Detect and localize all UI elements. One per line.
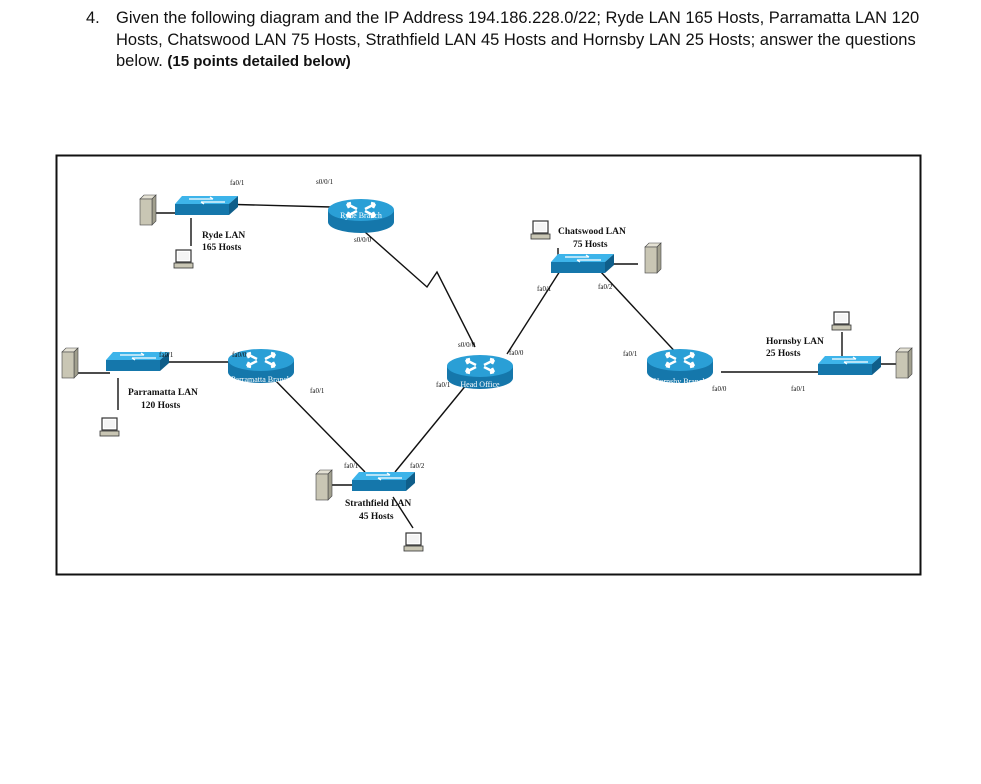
lan-chatswood-name: Chatswood LAN: [558, 227, 626, 237]
pc-icon: [99, 417, 120, 437]
port-label: fa0/2: [410, 462, 425, 470]
server-icon: [139, 194, 157, 226]
port-label: fa0/1: [436, 381, 451, 389]
link-strath-sw-pc: [392, 496, 414, 529]
port-label: fa0/1: [310, 387, 325, 395]
question-body: Given the following diagram and the IP A…: [116, 8, 936, 73]
server-icon: [644, 242, 662, 274]
port-label: fa0/1: [623, 350, 638, 358]
lan-strathfield-name: Strathfield LAN: [345, 499, 411, 509]
port-label: fa0/0: [509, 349, 524, 357]
server-icon: [315, 469, 333, 501]
port-label: s0/0/0: [458, 341, 476, 349]
port-label: fa0/1: [159, 351, 174, 359]
link-ryde-head-serial: [364, 231, 476, 348]
port-label: fa0/0: [712, 385, 727, 393]
port-label: fa0/1: [344, 462, 359, 470]
router-hornsby-label: Hornsby Branch: [654, 377, 707, 386]
switch-strathfield: [351, 471, 416, 492]
lan-parramatta-name: Parramatta LAN: [128, 388, 198, 398]
lan-strathfield-hosts: 45 Hosts: [359, 512, 394, 522]
port-label: fa0/2: [598, 283, 613, 291]
server-icon: [61, 347, 79, 379]
server-icon: [895, 347, 913, 379]
router-parramatta-label: Parramatta Branch: [231, 375, 291, 384]
link-strathfield-head: [394, 383, 468, 473]
lan-ryde-name: Ryde LAN: [202, 231, 245, 241]
lan-parramatta-hosts: 120 Hosts: [141, 401, 181, 411]
lan-chatswood-hosts: 75 Hosts: [573, 240, 608, 250]
question-statement: Given the following diagram and the IP A…: [116, 9, 920, 70]
link-chatswood-hornsby: [599, 270, 682, 359]
port-label: fa0/1: [537, 285, 552, 293]
port-label: fa0/1: [230, 179, 245, 187]
lan-hornsby-hosts: 25 Hosts: [766, 349, 801, 359]
router-head-office-label: Head Office: [460, 380, 500, 389]
network-diagram: Ryde Branch Parramatta Branch Head Offic…: [55, 154, 922, 576]
switch-hornsby: [817, 355, 882, 376]
pc-icon: [831, 311, 852, 331]
port-label: s0/0/1: [316, 178, 334, 186]
pc-icon: [403, 532, 424, 552]
lan-ryde-hosts: 165 Hosts: [202, 243, 242, 253]
port-label: fa0/1: [791, 385, 806, 393]
question-points: (15 points detailed below): [167, 53, 351, 70]
question-number: 4.: [86, 9, 100, 27]
router-ryde-label: Ryde Branch: [340, 211, 382, 220]
pc-icon: [173, 249, 194, 269]
link-head-chatswood: [506, 270, 561, 355]
pc-icon: [530, 220, 551, 240]
switch-chatswood: [550, 253, 615, 274]
lan-hornsby-name: Hornsby LAN: [766, 337, 824, 347]
link-parra-router-strathfield: [272, 377, 366, 473]
switch-ryde: [174, 195, 239, 216]
port-label: s0/0/0: [354, 236, 372, 244]
port-label: fa0/0: [232, 351, 247, 359]
